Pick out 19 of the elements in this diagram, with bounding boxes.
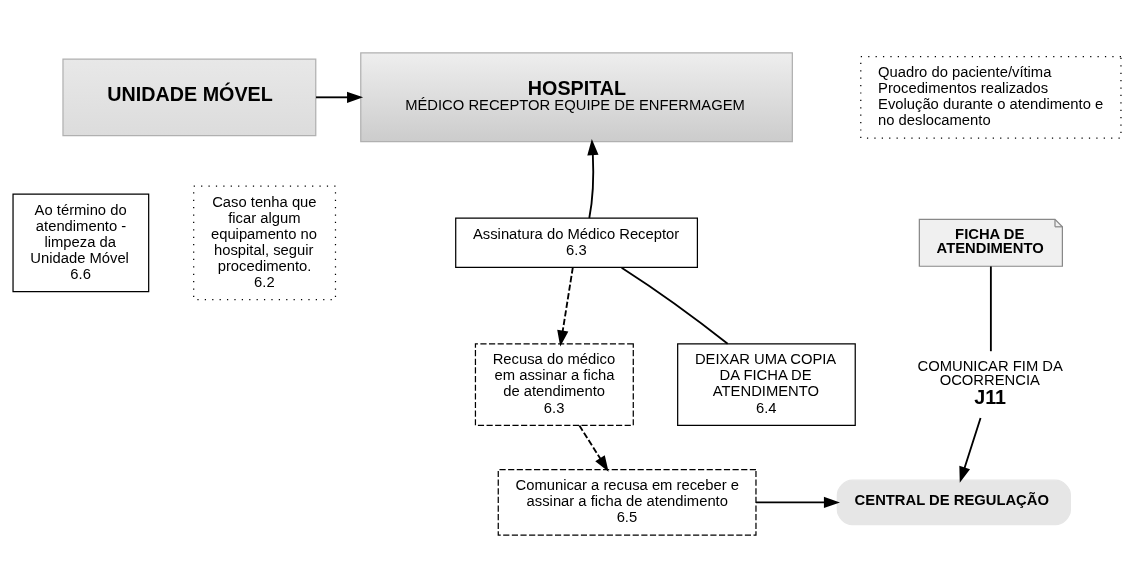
node-box: Ao término do atendimento - limpeza da Unidade Móvel 6.6	[12, 193, 150, 292]
arrow	[578, 424, 609, 472]
connector	[620, 266, 729, 345]
node-box: Comunicar a recusa em receber e assinar a ficha de atendimento 6.5	[497, 468, 757, 536]
node-box: Caso tenha que ficar algum equipamento no hospital, seguir procedimento. 6.2	[193, 185, 337, 300]
node-text: COMUNICAR FIM DA OCORRENCIA J11	[917, 357, 1063, 408]
connector	[989, 265, 992, 352]
arrow	[755, 496, 840, 508]
arrow	[557, 266, 574, 347]
node-box: Recusa do médico em assinar a ficha de atendimento 6.3	[474, 342, 634, 426]
arrow	[315, 91, 364, 103]
node-box: Assinatura do Médico Receptor 6.3	[455, 217, 698, 268]
arrow	[587, 138, 599, 219]
node-box: CENTRAL DE REGULAÇÃO	[836, 479, 1072, 525]
arrow	[959, 416, 982, 483]
node-box: DEIXAR UMA COPIA DA FICHA DE ATENDIMENTO 6.4	[677, 342, 856, 426]
node-box: HOSPITAL MÉDICO RECEPTOR EQUIPE DE ENFERMAGEM	[360, 51, 793, 142]
node-box: UNIDADE MÓVEL	[62, 58, 317, 136]
node-box: Quadro do paciente/vítima Procedimentos realizados Evolução durante o atendimento e no deslocamento	[860, 55, 1122, 139]
